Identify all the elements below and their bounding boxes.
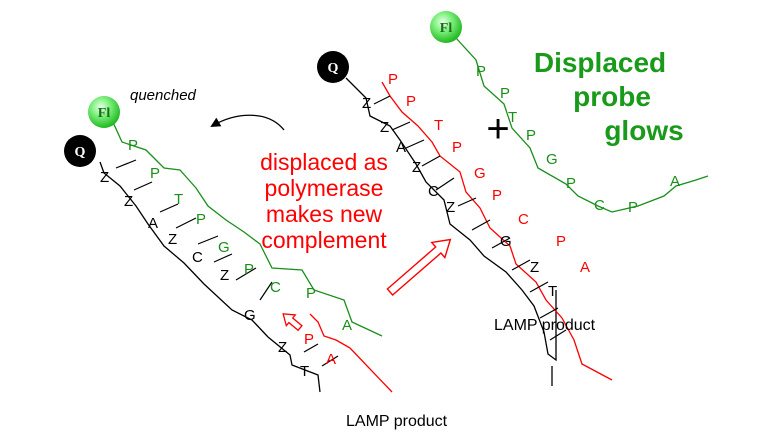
free-probe-base: P — [500, 85, 510, 102]
left-lamp-product-label: LAMP product — [346, 413, 448, 430]
left-template-base: Z — [100, 169, 109, 186]
free-probe-fluorophore-label: Fl — [440, 21, 453, 36]
left-fluorophore-label: Fl — [98, 106, 111, 121]
free-probe-base: P — [566, 175, 576, 192]
right-product-base: C — [518, 211, 529, 228]
right-template-base: Z — [362, 95, 371, 112]
left-product-extension-line — [349, 347, 393, 393]
free-probe-strand — [455, 37, 709, 213]
right-quencher-label: Q — [328, 61, 339, 76]
right-template-base: Z — [446, 199, 455, 216]
big-hollow-arrow — [386, 238, 452, 297]
right-template-base: G — [500, 233, 512, 250]
left-template-base: G — [244, 307, 256, 324]
left-template-base: A — [148, 215, 158, 232]
caption-line-2: polymerase — [265, 175, 384, 201]
free-probe-base: P — [628, 199, 638, 216]
left-probe-base: A — [342, 317, 352, 334]
left-product-base: A — [326, 351, 336, 368]
plus-sign: + — [486, 107, 509, 151]
middle-caption: displaced as polymerase makes new comple… — [260, 149, 388, 253]
free-probe-bases: P P T P G P C P A — [476, 63, 680, 216]
left-template-base: Z — [124, 193, 133, 210]
quench-arrow — [210, 114, 285, 131]
right-template-base: Z — [530, 259, 539, 276]
left-template-base: C — [192, 249, 203, 266]
quenched-label: quenched — [130, 87, 197, 104]
left-probe-base: T — [174, 191, 183, 208]
left-product-base: P — [304, 331, 314, 348]
free-probe-base: G — [546, 151, 558, 168]
displaced-probe-title-line-3: glows — [604, 115, 683, 146]
right-product-base: P — [556, 233, 566, 250]
right-product-base: P — [452, 139, 462, 156]
left-template-base: Z — [278, 339, 287, 356]
right-template-base: Z — [380, 119, 389, 136]
left-probe-bases: P P T P G P C P A — [128, 137, 352, 334]
right-complex: Q Z Z A Z C Z G Z T P P T P G P C P A LA… — [317, 51, 613, 386]
free-probe-fluorophore-ball — [430, 11, 462, 43]
left-probe-base: P — [196, 211, 206, 228]
right-product-base: P — [492, 187, 502, 204]
left-probe-base: P — [150, 165, 160, 182]
right-template-strand — [345, 77, 557, 362]
left-fluorophore-ball — [88, 96, 120, 128]
left-template-bases: Z Z A Z C Z G Z T — [100, 169, 309, 380]
left-probe-base: P — [244, 261, 254, 278]
caption-line-1: displaced as — [260, 149, 388, 175]
left-complex: Q Fl quenched Z Z A Z C Z G Z T P P T P … — [64, 87, 448, 430]
left-probe-strand — [111, 119, 383, 337]
caption-line-4: complement — [261, 227, 387, 253]
right-lamp-product-label: LAMP product — [494, 317, 596, 334]
free-probe-base: T — [508, 109, 517, 126]
right-template-base: T — [548, 283, 557, 300]
right-template-base: C — [428, 183, 439, 200]
right-template-base: A — [396, 139, 406, 156]
right-base-pair-rungs — [373, 95, 567, 341]
left-probe-base: C — [270, 279, 281, 296]
left-probe-base: G — [218, 239, 230, 256]
left-template-strand — [99, 161, 321, 393]
left-quencher-ball — [64, 135, 96, 167]
right-product-base: A — [580, 259, 590, 276]
left-probe-base: P — [128, 137, 138, 154]
left-product-strand — [309, 313, 351, 349]
left-quencher-label: Q — [75, 145, 86, 160]
left-template-base: T — [300, 363, 309, 380]
right-quencher-ball — [317, 51, 349, 83]
left-small-hollow-arrow — [282, 313, 303, 332]
left-template-base: Z — [168, 231, 177, 248]
free-probe-base: P — [476, 63, 486, 80]
right-product-bases: P P T P G P C P A — [388, 71, 590, 276]
right-product-base: G — [474, 165, 486, 182]
caption-line-3: makes new — [266, 201, 383, 227]
displaced-probe-title-line-1: Displaced — [534, 47, 666, 78]
left-template-base: Z — [220, 267, 229, 284]
free-probe-base: A — [670, 173, 680, 190]
right-product-base: P — [406, 93, 416, 110]
right-product-base: P — [388, 71, 398, 88]
right-product-base: T — [434, 117, 443, 134]
left-product-bases: P A — [304, 331, 336, 368]
displaced-probe-title-line-2: probe — [573, 81, 651, 112]
left-probe-base: P — [306, 285, 316, 302]
right-product-strand — [381, 81, 613, 381]
free-probe-base: C — [594, 197, 605, 214]
right-template-bases: Z Z A Z C Z G Z T — [362, 95, 557, 300]
free-probe: Fl P P T P G P C P A + Displaced probe g… — [430, 11, 709, 216]
right-template-base: Z — [412, 159, 421, 176]
left-base-pair-rungs — [115, 159, 273, 301]
free-probe-base: P — [526, 127, 536, 144]
